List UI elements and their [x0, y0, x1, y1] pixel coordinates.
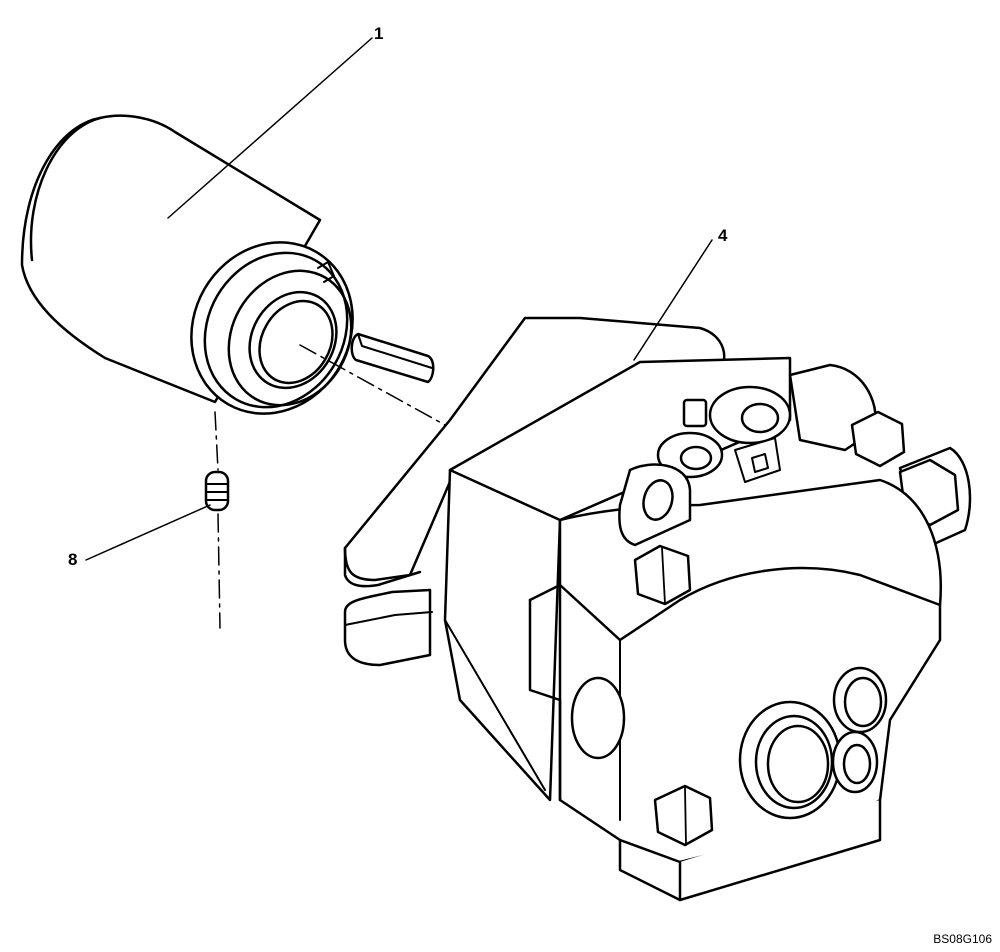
shaft-key: [350, 332, 435, 384]
figure-reference-code: BS08G106: [933, 932, 992, 946]
callout-part-8: 8: [68, 550, 78, 569]
center-lines: [214, 344, 446, 629]
coupling-sleeve: [20, 114, 354, 415]
hydraulic-pump: [343, 316, 972, 902]
callout-part-4: 4: [718, 226, 728, 245]
set-screw: [204, 470, 230, 512]
callout-part-1: 1: [374, 24, 384, 43]
leader-lines: [85, 37, 713, 561]
